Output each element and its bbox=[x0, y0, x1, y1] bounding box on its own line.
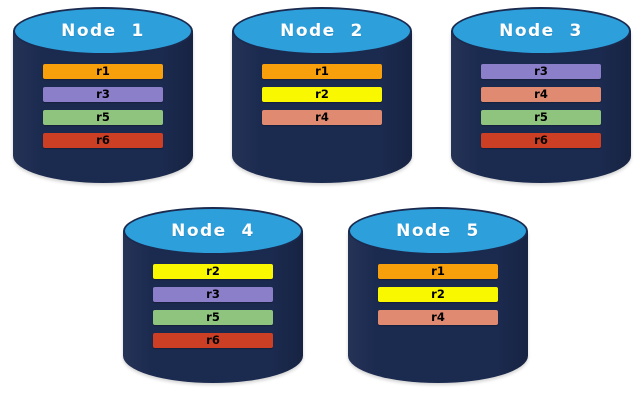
node-label: Node 3 bbox=[499, 21, 583, 41]
replica-bar[interactable]: r5 bbox=[153, 310, 273, 325]
database-node-5[interactable]: Node 5 r1 r2 r4 bbox=[348, 207, 528, 383]
replica-bar[interactable]: r6 bbox=[153, 333, 273, 348]
node-label: Node 1 bbox=[61, 21, 145, 41]
replica-list: r1 r3 r5 r6 bbox=[43, 64, 163, 156]
replica-bar[interactable]: r5 bbox=[481, 110, 601, 125]
replica-bar[interactable]: r1 bbox=[262, 64, 382, 79]
cylinder-top-ellipse bbox=[123, 207, 303, 255]
node-label: Node 4 bbox=[171, 221, 255, 241]
replica-list: r1 r2 r4 bbox=[378, 264, 498, 333]
replica-bar[interactable]: r3 bbox=[43, 87, 163, 102]
database-node-2[interactable]: Node 2 r1 r2 r4 bbox=[232, 7, 412, 183]
replica-bar[interactable]: r2 bbox=[378, 287, 498, 302]
replica-bar[interactable]: r5 bbox=[43, 110, 163, 125]
replica-bar[interactable]: r3 bbox=[153, 287, 273, 302]
replica-bar[interactable]: r2 bbox=[262, 87, 382, 102]
cylinder-top-ellipse bbox=[451, 7, 631, 55]
replica-bar[interactable]: r4 bbox=[378, 310, 498, 325]
cylinder-body bbox=[232, 31, 412, 183]
replica-list: r3 r4 r5 r6 bbox=[481, 64, 601, 156]
replica-bar[interactable]: r3 bbox=[481, 64, 601, 79]
database-node-1[interactable]: Node 1 r1 r3 r5 r6 bbox=[13, 7, 193, 183]
cylinder-body bbox=[348, 231, 528, 383]
node-label: Node 2 bbox=[280, 21, 364, 41]
replica-bar[interactable]: r4 bbox=[262, 110, 382, 125]
cylinder-top-ellipse bbox=[348, 207, 528, 255]
replica-bar[interactable]: r1 bbox=[43, 64, 163, 79]
replica-bar[interactable]: r4 bbox=[481, 87, 601, 102]
cylinder-body bbox=[123, 231, 303, 383]
database-node-4[interactable]: Node 4 r2 r3 r5 r6 bbox=[123, 207, 303, 383]
replica-bar[interactable]: r6 bbox=[481, 133, 601, 148]
replica-bar[interactable]: r2 bbox=[153, 264, 273, 279]
replica-list: r2 r3 r5 r6 bbox=[153, 264, 273, 356]
replica-bar[interactable]: r6 bbox=[43, 133, 163, 148]
replica-list: r1 r2 r4 bbox=[262, 64, 382, 133]
cylinder-body bbox=[451, 31, 631, 183]
cylinder-top-ellipse bbox=[13, 7, 193, 55]
database-node-3[interactable]: Node 3 r3 r4 r5 r6 bbox=[451, 7, 631, 183]
node-label: Node 5 bbox=[396, 221, 480, 241]
replica-bar[interactable]: r1 bbox=[378, 264, 498, 279]
cylinder-top-ellipse bbox=[232, 7, 412, 55]
cylinder-body bbox=[13, 31, 193, 183]
